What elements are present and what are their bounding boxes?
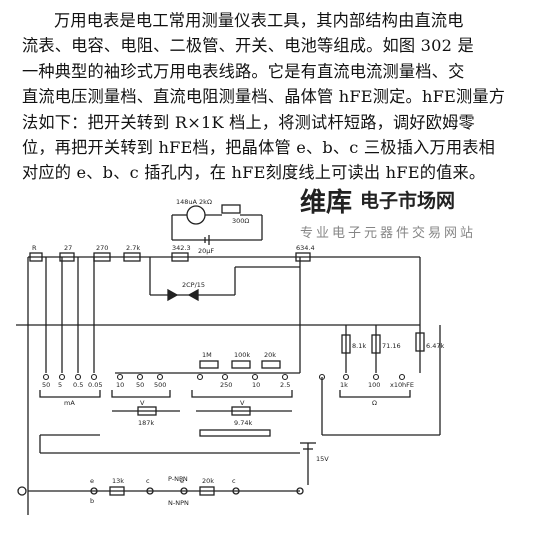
description-paragraph: 万用电表是电工常用测量仪表工具，其内部结构由直流电 流表、电容、电阻、二极管、开…: [22, 8, 516, 186]
group-label: V: [240, 399, 245, 407]
range-label: 5: [58, 381, 62, 389]
multimeter-schematic: 148uA 2kΩ 300Ω 20μF R 27 270 2.7k 342.3 …: [16, 187, 476, 515]
paragraph-line: 直流电压测量档、直流电阻测量档、晶体管 hFE测定。hFE测量方: [22, 87, 506, 107]
resistor-label: 71.16: [382, 342, 401, 350]
range-label: 100k: [234, 351, 250, 359]
battery-label: 15V: [316, 455, 329, 463]
group-label: Ω: [372, 399, 377, 407]
resistor-label: 634.4: [296, 244, 315, 252]
range-label: 0.5: [73, 381, 83, 389]
resistor-label: 270: [96, 244, 108, 252]
jack-label: c: [232, 477, 236, 485]
resistor-label: 187k: [138, 419, 154, 427]
group-label: mA: [64, 399, 75, 407]
range-label: 10: [252, 381, 260, 389]
paragraph-line: 流表、电容、电阻、二极管、开关、电池等组成。如图 302 是: [22, 36, 474, 56]
range-label: 250: [220, 381, 232, 389]
paragraph-line: 一种典型的袖珍式万用电表线路。它是有直流电流测量档、交: [22, 61, 465, 81]
diode-label: 2CP/15: [182, 281, 205, 289]
range-label: 1M: [202, 351, 212, 359]
meter-symbol: [186, 205, 206, 225]
range-label: 1k: [340, 381, 348, 389]
paragraph-line: 法如下：把开关转到 R×1K 档上，将测试杆短路，调好欧姆零: [22, 112, 475, 132]
resistor-label: R: [32, 244, 37, 252]
range-label: 10: [116, 381, 124, 389]
group-label: V: [140, 399, 145, 407]
jack-label: c: [146, 477, 150, 485]
range-label: 20k: [264, 351, 276, 359]
paragraph-line: 位，再把开关转到 hFE档，把晶体管 e、b、c 三极插入万用表相: [22, 138, 496, 158]
range-label: hFE: [402, 381, 414, 389]
jack-label: P-NPN: [168, 475, 188, 483]
watermark-brand: 维库: [300, 187, 352, 218]
paragraph-line: 万用电表是电工常用测量仪表工具，其内部结构由直流电: [54, 11, 464, 30]
range-label: 50: [42, 381, 50, 389]
resistor-label: 9.74k: [234, 419, 252, 427]
meter-label: 148uA 2kΩ: [176, 198, 212, 206]
range-label: x10: [390, 381, 402, 389]
jack-label: e: [180, 477, 184, 485]
resistor-label: 6.47k: [426, 342, 444, 350]
resistor-label: 8.1k: [352, 342, 366, 350]
range-label: 500: [154, 381, 166, 389]
resistor-label: 20k: [202, 477, 214, 485]
resistor-label: 27: [64, 244, 72, 252]
resistor-label: 342.3: [172, 244, 191, 252]
site-watermark: 维库 电子市场网 专业电子元器件交易网站: [300, 187, 476, 241]
watermark-site: 电子市场网: [360, 189, 455, 212]
pot-label: 300Ω: [232, 217, 249, 225]
range-label: 100: [368, 381, 380, 389]
resistor-label: 2.7k: [126, 244, 140, 252]
jack-label: b: [90, 497, 94, 505]
watermark-slogan: 专业电子元器件交易网站: [300, 225, 476, 241]
jack-label: e: [90, 477, 94, 485]
jack-label: N-NPN: [168, 499, 189, 507]
resistor-label: 13k: [112, 477, 124, 485]
range-label: 50: [136, 381, 144, 389]
range-label: 0.05: [88, 381, 102, 389]
paragraph-line: 对应的 e、b、c 插孔内，在 hFE刻度线上可读出 hFE的值来。: [22, 163, 486, 183]
range-label: 2.5: [280, 381, 290, 389]
cap-label: 20μF: [198, 247, 214, 255]
